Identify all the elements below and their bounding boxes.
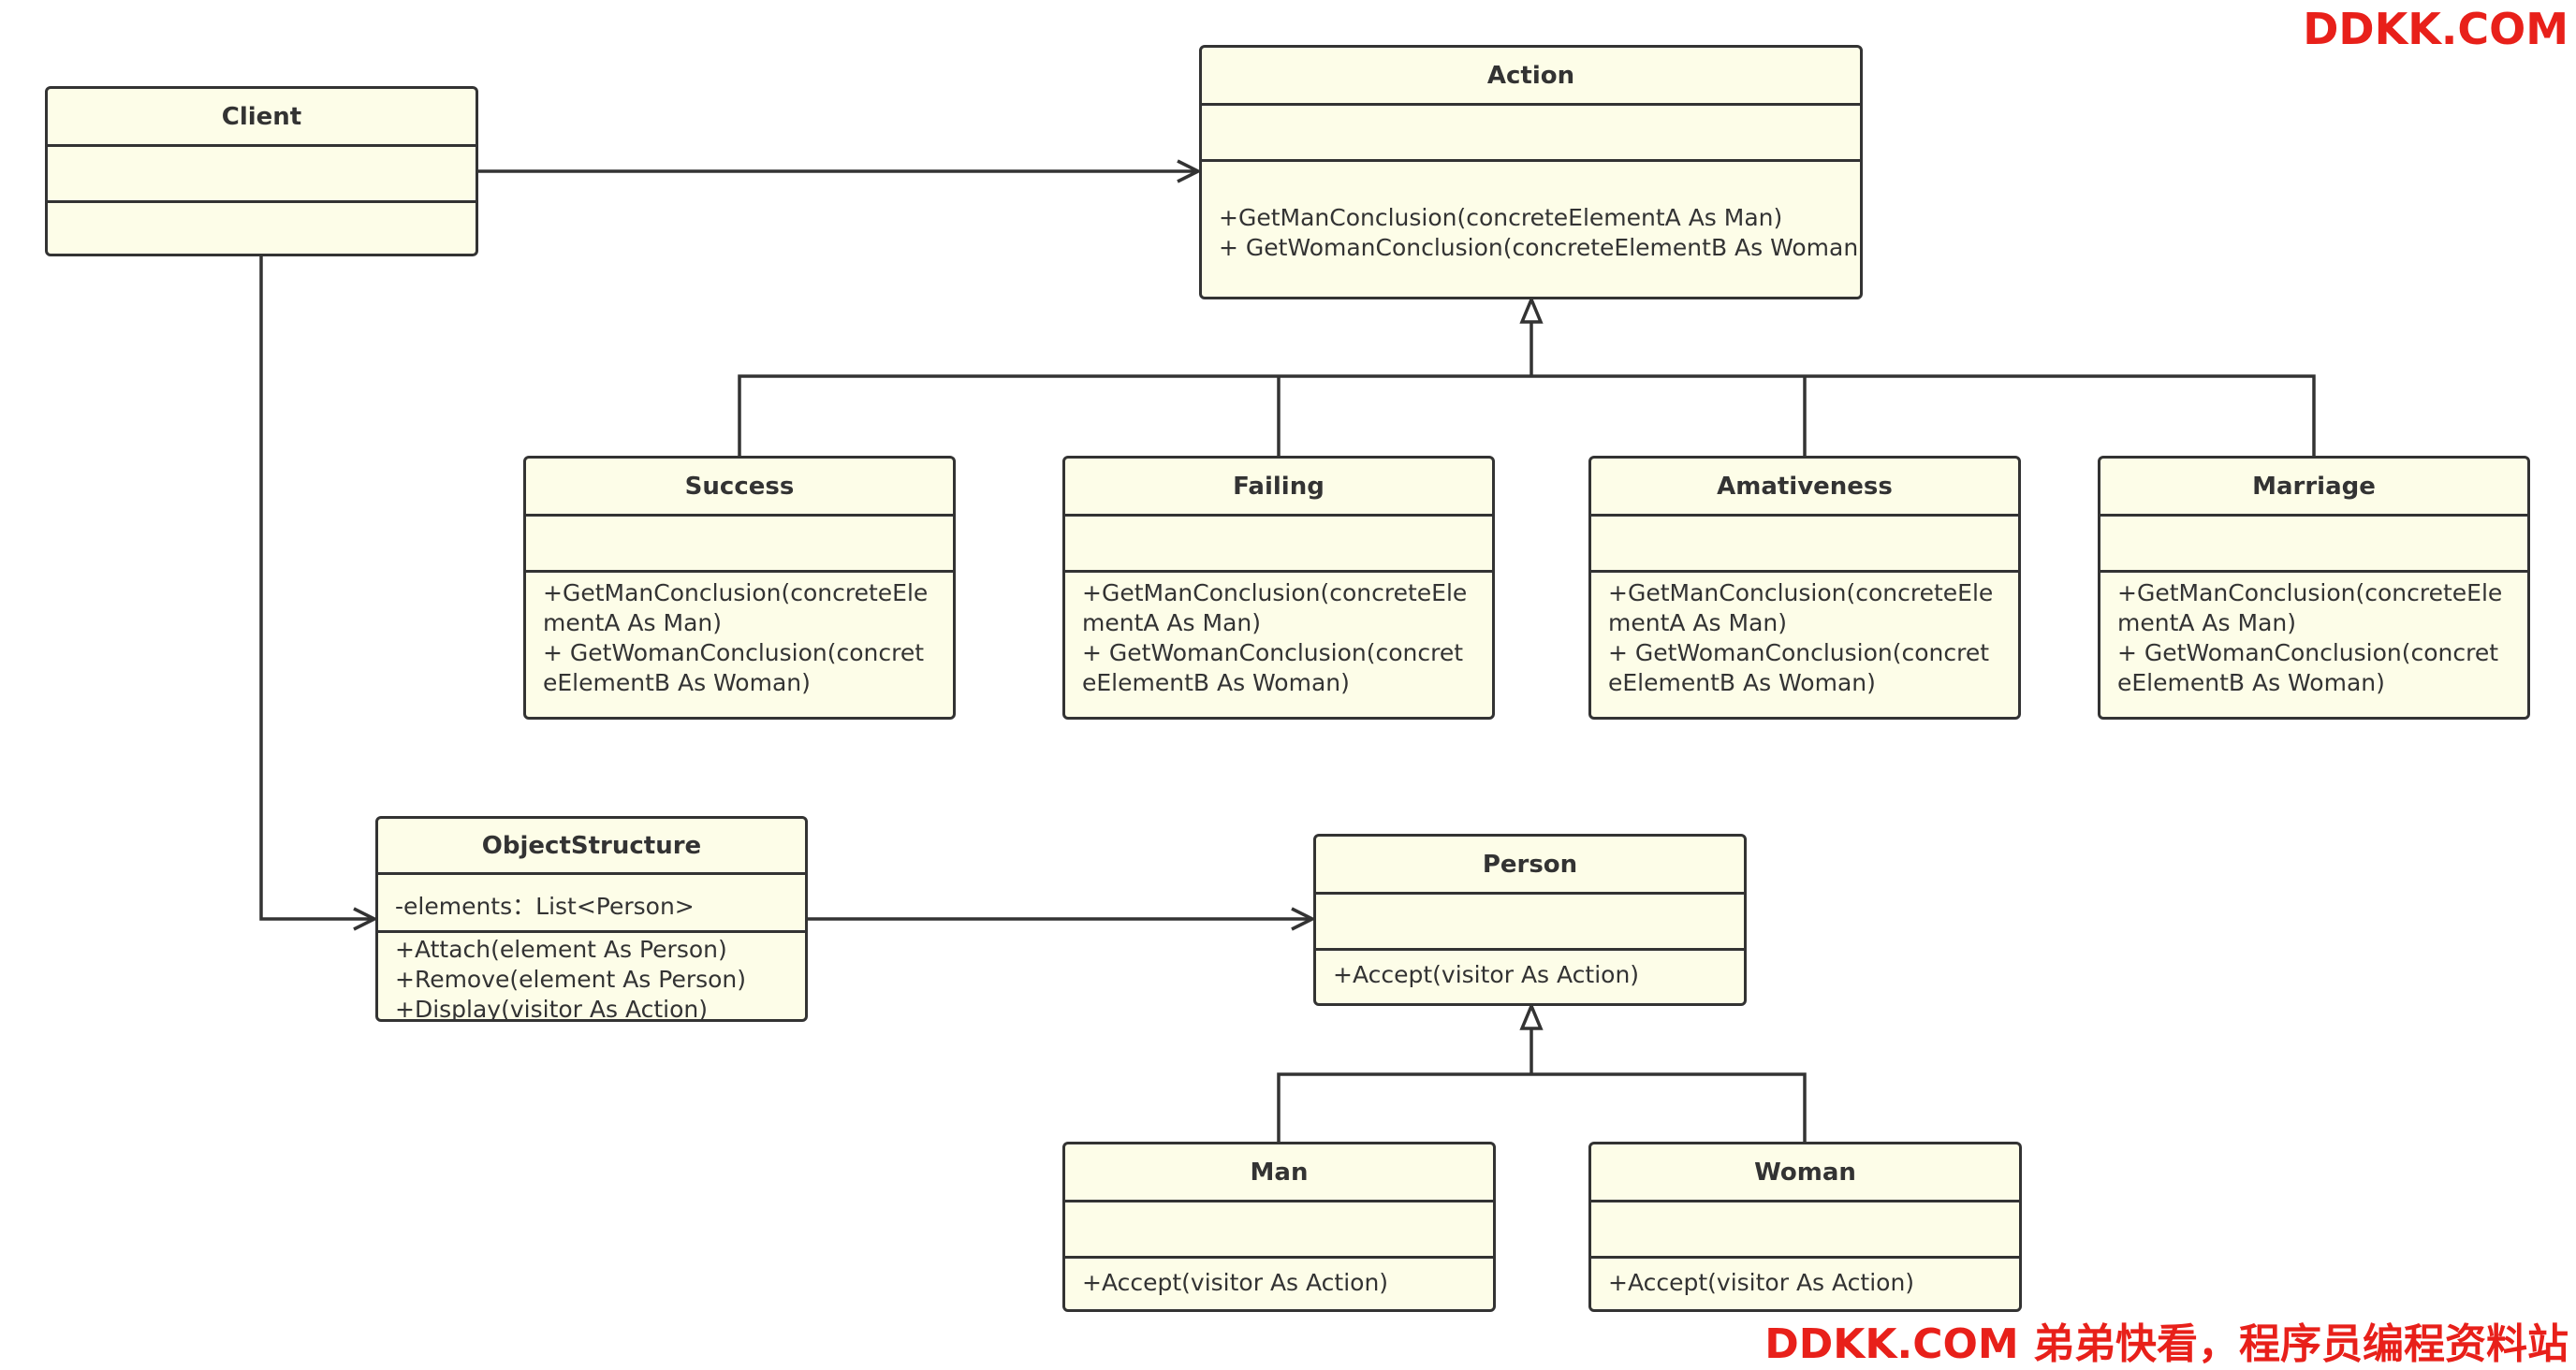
attributes-compartment: [48, 147, 476, 203]
operation: +Accept(visitor As Action): [1333, 961, 1640, 988]
operations-compartment: +GetManConclusion(concreteElementA As Ma…: [1065, 573, 1492, 698]
operations-compartment: +GetManConclusion(concreteElementA As Ma…: [2100, 573, 2527, 698]
operation: +GetManConclusion(concreteElementA As Ma…: [1608, 579, 1994, 636]
operation: +GetManConclusion(concreteElementA As Ma…: [1082, 579, 1468, 636]
class-name: Action: [1202, 48, 1860, 106]
class-name: Man: [1065, 1144, 1493, 1202]
class-objectstructure[interactable]: ObjectStructure -elements：List<Person> +…: [375, 816, 808, 1022]
class-amativeness[interactable]: Amativeness +GetManConclusion(concreteEl…: [1588, 456, 2021, 720]
operations-compartment: +GetManConclusion(concreteElementA As Ma…: [1202, 162, 1860, 263]
class-name: ObjectStructure: [378, 819, 805, 875]
class-woman[interactable]: Woman +Accept(visitor As Action): [1588, 1142, 2022, 1312]
class-name: Amativeness: [1591, 459, 2018, 517]
class-marriage[interactable]: Marriage +GetManConclusion(concreteEleme…: [2098, 456, 2530, 720]
operation: + GetWomanConclusion(concreteElementB As…: [2117, 639, 2499, 696]
operations-compartment: +Accept(visitor As Action): [1065, 1259, 1493, 1298]
operations-compartment: +Attach(element As Person) +Remove(eleme…: [378, 933, 805, 1022]
operations-compartment: +GetManConclusion(concreteElementA As Ma…: [1591, 573, 2018, 698]
class-name: Woman: [1591, 1144, 2019, 1202]
class-success[interactable]: Success +GetManConclusion(concreteElemen…: [523, 456, 956, 720]
attributes-compartment: [2100, 517, 2527, 573]
class-person[interactable]: Person +Accept(visitor As Action): [1313, 834, 1747, 1006]
operation: +Display(visitor As Action): [395, 996, 709, 1022]
attributes-compartment: [1316, 895, 1744, 951]
man-generalization-branch: [1277, 1072, 1807, 1143]
attributes-compartment: [1202, 106, 1860, 162]
operation: + GetWomanConclusion(concreteElementB As…: [1082, 639, 1464, 696]
class-failing[interactable]: Failing +GetManConclusion(concreteElemen…: [1062, 456, 1495, 720]
class-action[interactable]: Action +GetManConclusion(concreteElement…: [1199, 45, 1863, 299]
attributes-compartment: -elements：List<Person>: [378, 875, 805, 933]
operation: + GetWomanConclusion(concreteElementB As…: [1219, 234, 1863, 261]
operations-compartment: +Accept(visitor As Action): [1591, 1259, 2019, 1298]
class-name: Client: [48, 89, 476, 147]
class-client[interactable]: Client: [45, 86, 478, 256]
class-name: Person: [1316, 837, 1744, 895]
watermark-top: DDKK.COM: [2303, 4, 2569, 54]
operation: +GetManConclusion(concreteElementA As Ma…: [2117, 579, 2503, 636]
class-name: Marriage: [2100, 459, 2527, 517]
operations-compartment: +GetManConclusion(concreteElementA As Ma…: [526, 573, 953, 698]
attributes-compartment: [526, 517, 953, 573]
success-generalization-branch: [738, 374, 2316, 457]
operations-compartment: [48, 203, 476, 209]
operation: +GetManConclusion(concreteElementA As Ma…: [1219, 204, 1783, 231]
attributes-compartment: [1591, 517, 2018, 573]
operation: +GetManConclusion(concreteElementA As Ma…: [543, 579, 929, 636]
client-to-objectstructure-association: [259, 255, 378, 931]
operation: +Remove(element As Person): [395, 966, 747, 993]
watermark-bottom: DDKK.COM 弟弟快看，程序员编程资料站: [1764, 1320, 2569, 1368]
class-man[interactable]: Man +Accept(visitor As Action): [1062, 1142, 1496, 1312]
operation: +Accept(visitor As Action): [1608, 1269, 1915, 1296]
class-name: Failing: [1065, 459, 1492, 517]
operation: + GetWomanConclusion(concreteElementB As…: [1608, 639, 1990, 696]
operations-compartment: +Accept(visitor As Action): [1316, 951, 1744, 990]
attributes-compartment: [1591, 1202, 2019, 1259]
operation: +Accept(visitor As Action): [1082, 1269, 1389, 1296]
operation: + GetWomanConclusion(concreteElementB As…: [543, 639, 925, 696]
operation: +Attach(element As Person): [395, 936, 727, 963]
attributes-compartment: [1065, 517, 1492, 573]
attributes-compartment: [1065, 1202, 1493, 1259]
class-name: Success: [526, 459, 953, 517]
